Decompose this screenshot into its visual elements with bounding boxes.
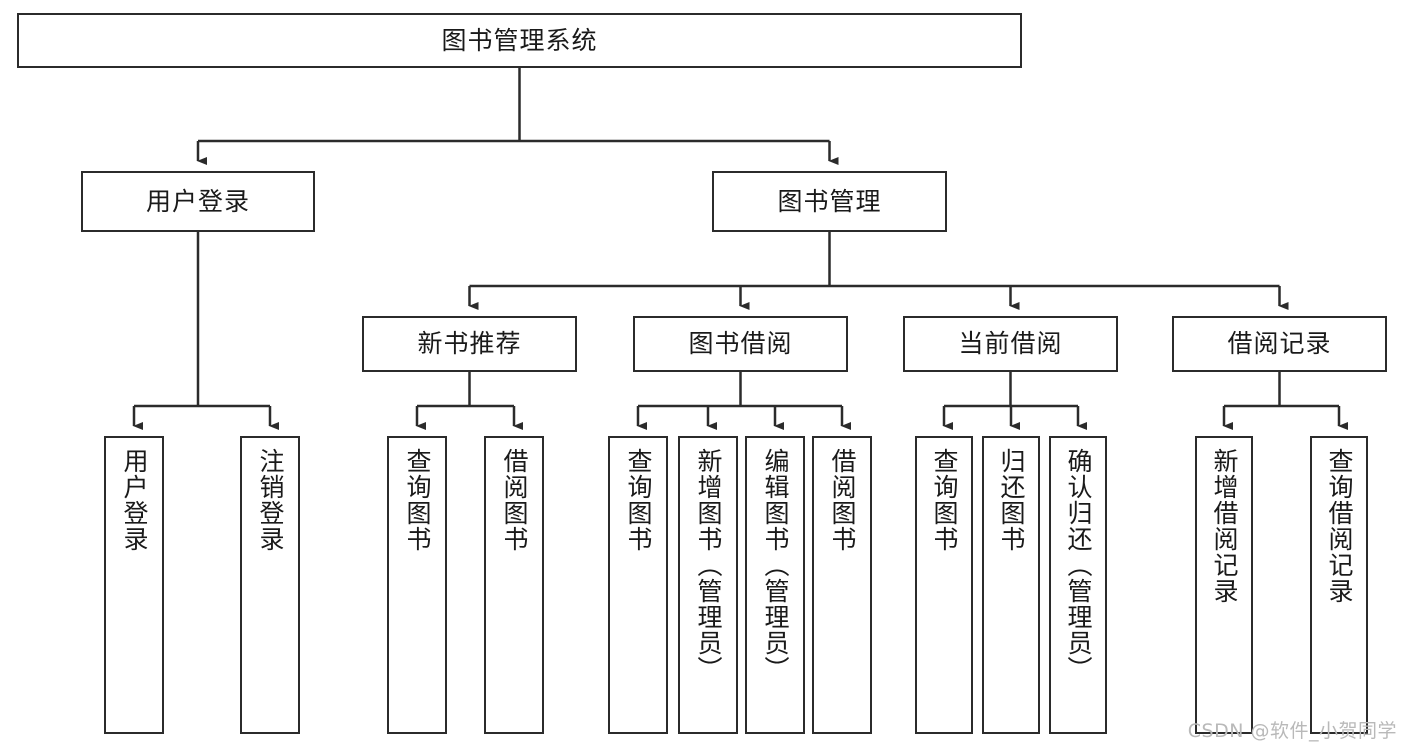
- node-label: 编辑图书（管理员）: [761, 448, 790, 682]
- node-records[interactable]: 借阅记录: [1172, 316, 1387, 372]
- csdn-watermark: CSDN @软件_小贺同学: [1187, 720, 1397, 742]
- node-root[interactable]: 图书管理系统: [17, 13, 1022, 68]
- node-label: 查询图书: [930, 448, 959, 552]
- node-label: 注销登录: [256, 448, 285, 552]
- node-leaf-cu-r[interactable]: 归还图书: [982, 436, 1040, 734]
- node-leaf-bo-edit[interactable]: 编辑图书（管理员）: [745, 436, 805, 734]
- node-label: 新增借阅记录: [1210, 448, 1239, 604]
- node-label: 图书管理系统: [441, 25, 598, 55]
- node-current[interactable]: 当前借阅: [903, 316, 1118, 372]
- node-label: 确认归还（管理员）: [1064, 448, 1093, 682]
- node-label: 查询借阅记录: [1325, 448, 1354, 604]
- node-label: 用户登录: [145, 186, 250, 216]
- node-label: 新书推荐: [417, 329, 522, 359]
- node-leaf-login[interactable]: 用户登录: [104, 436, 164, 734]
- node-leaf-cu-c[interactable]: 确认归还（管理员）: [1049, 436, 1107, 734]
- node-label: 借阅图书: [500, 448, 529, 552]
- node-label: 借阅图书: [828, 448, 857, 552]
- node-label: 图书借阅: [688, 329, 793, 359]
- node-newbooks[interactable]: 新书推荐: [362, 316, 577, 372]
- node-label: 当前借阅: [958, 329, 1063, 359]
- node-label: 查询图书: [403, 448, 432, 552]
- node-label: 借阅记录: [1227, 329, 1332, 359]
- node-label: 归还图书: [997, 448, 1026, 552]
- node-leaf-nb-q[interactable]: 查询图书: [387, 436, 447, 734]
- node-label: 查询图书: [624, 448, 653, 552]
- node-leaf-bo-b[interactable]: 借阅图书: [812, 436, 872, 734]
- node-leaf-cu-q[interactable]: 查询图书: [915, 436, 973, 734]
- node-leaf-logout[interactable]: 注销登录: [240, 436, 300, 734]
- node-label: 图书管理: [777, 186, 882, 216]
- node-leaf-re-add[interactable]: 新增借阅记录: [1195, 436, 1253, 734]
- node-label: 新增图书（管理员）: [694, 448, 723, 682]
- node-borrow[interactable]: 图书借阅: [633, 316, 848, 372]
- node-leaf-bo-q[interactable]: 查询图书: [608, 436, 668, 734]
- node-leaf-bo-add[interactable]: 新增图书（管理员）: [678, 436, 738, 734]
- node-login[interactable]: 用户登录: [81, 171, 315, 232]
- node-leaf-re-q[interactable]: 查询借阅记录: [1310, 436, 1368, 734]
- node-label: 用户登录: [120, 448, 149, 552]
- node-bookmgmt[interactable]: 图书管理: [712, 171, 947, 232]
- node-leaf-nb-b[interactable]: 借阅图书: [484, 436, 544, 734]
